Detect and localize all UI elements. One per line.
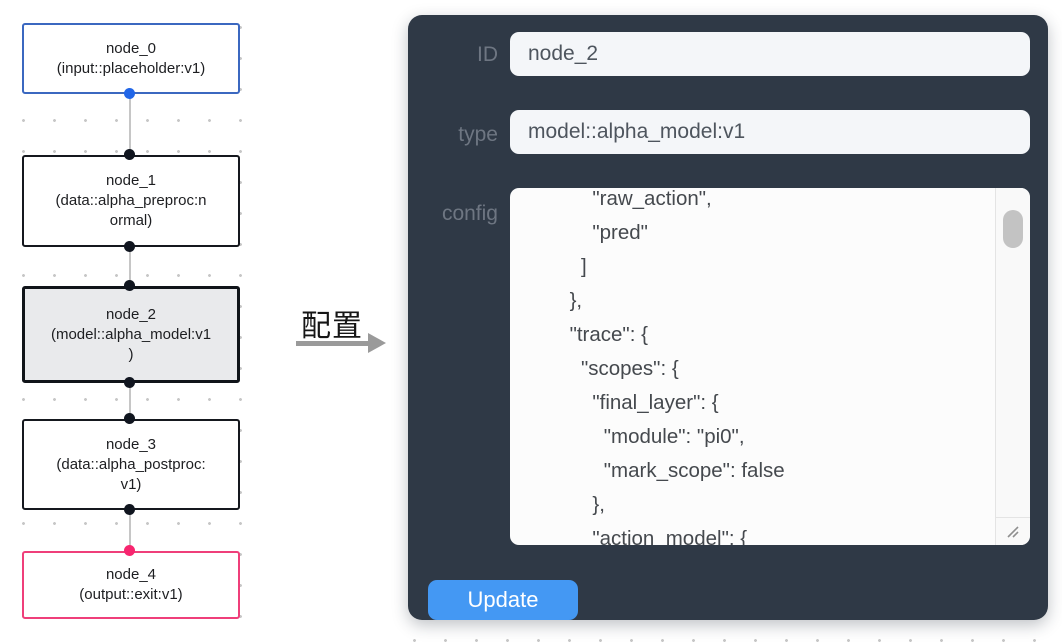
- config-scrollbar-thumb[interactable]: [1003, 210, 1023, 248]
- node3-input-port[interactable]: [124, 413, 135, 424]
- node2-input-port[interactable]: [124, 280, 135, 291]
- config-field-label: config: [441, 202, 498, 225]
- arrow-right-head-icon: [368, 333, 386, 353]
- node-title: node_0: [105, 39, 157, 57]
- node-type: (data::alpha_preproc:n ormal): [55, 192, 207, 229]
- id-field-label: ID: [477, 43, 498, 66]
- node2-output-port[interactable]: [124, 377, 135, 388]
- node1-input-port[interactable]: [124, 149, 135, 160]
- node-config-panel: ID type config "raw_action", "pred" ] },…: [408, 15, 1048, 620]
- node-title: node_4: [105, 566, 157, 583]
- flow-node-node_3[interactable]: node_3 (data::alpha_postproc: v1): [22, 419, 240, 510]
- node-title: node_3: [105, 435, 157, 453]
- resize-handle-icon[interactable]: [995, 517, 1030, 545]
- edge-node2-node3: [129, 383, 131, 419]
- config-textarea[interactable]: "raw_action", "pred" ] }, "trace": { "sc…: [510, 188, 1030, 545]
- node1-output-port[interactable]: [124, 241, 135, 252]
- node-title: node_2: [105, 305, 157, 323]
- type-field-label: type: [458, 123, 498, 146]
- edge-node0-node1: [129, 94, 131, 155]
- config-json-text[interactable]: "raw_action", "pred" ] }, "trace": { "sc…: [569, 188, 785, 545]
- type-input[interactable]: [510, 110, 1030, 154]
- arrow-right-icon: [296, 341, 368, 346]
- node-title: node_1: [105, 172, 157, 189]
- edge-node3-node4: [129, 510, 131, 551]
- node-type: (input::placeholder:v1): [56, 59, 206, 77]
- flow-node-node_2-selected[interactable]: node_2 (model::alpha_model:v1 ): [22, 286, 240, 383]
- node-type: (data::alpha_postproc: v1): [56, 455, 206, 493]
- node0-output-port[interactable]: [124, 88, 135, 99]
- update-button[interactable]: Update: [428, 580, 578, 620]
- config-scrollbar-track[interactable]: [995, 188, 1030, 545]
- flow-node-node_1[interactable]: node_1 (data::alpha_preproc:n ormal): [22, 155, 240, 247]
- id-input[interactable]: [510, 32, 1030, 76]
- flow-node-node_0[interactable]: node_0 (input::placeholder:v1): [22, 23, 240, 94]
- node4-input-port[interactable]: [124, 545, 135, 556]
- node3-output-port[interactable]: [124, 504, 135, 515]
- node-type: (model::alpha_model:v1 ): [50, 325, 212, 363]
- flow-node-node_4[interactable]: node_4 (output::exit:v1): [22, 551, 240, 619]
- edge-node1-node2: [129, 247, 131, 286]
- configure-label: 配置: [301, 310, 363, 343]
- node-type: (output::exit:v1): [79, 586, 183, 603]
